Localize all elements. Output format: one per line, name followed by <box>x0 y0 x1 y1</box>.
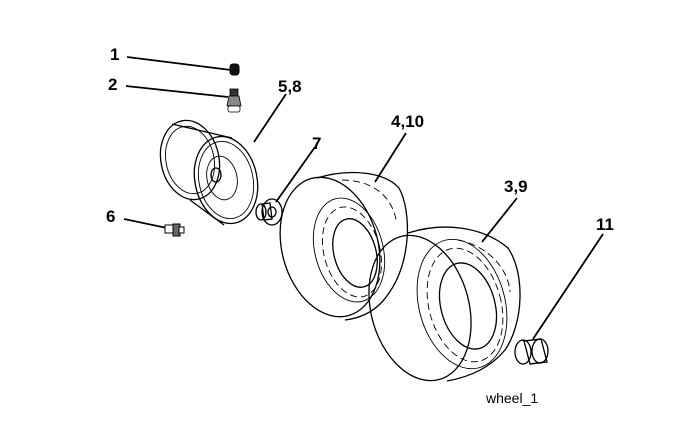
hub-cap-part <box>514 233 604 365</box>
bushing-part <box>255 146 316 226</box>
wheel-rim-part <box>159 93 287 226</box>
callout-11: 11 <box>596 215 614 234</box>
tire-part <box>279 132 409 321</box>
callout-4-10: 4,10 <box>391 112 424 131</box>
valve-stem-part <box>125 85 242 113</box>
tire-part <box>368 197 521 382</box>
valve-cap-part <box>126 56 240 76</box>
callout-7: 7 <box>312 134 321 153</box>
callout-6: 6 <box>106 207 115 226</box>
callout-1: 1 <box>110 45 119 64</box>
callout-2: 2 <box>108 75 117 94</box>
callout-5-8: 5,8 <box>278 77 302 96</box>
callout-3-9: 3,9 <box>504 177 528 196</box>
diagram-caption: wheel_1 <box>485 390 538 406</box>
grease-fitting-part <box>123 218 185 237</box>
